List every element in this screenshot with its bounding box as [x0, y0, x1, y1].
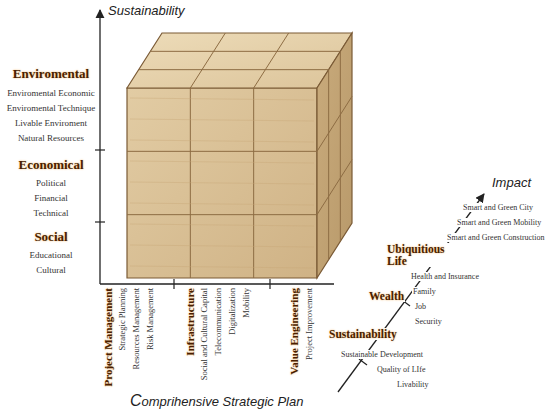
cube-grid-line	[127, 214, 317, 215]
category-item: Livable Enviroment	[2, 118, 100, 128]
category-item: Security	[414, 317, 443, 326]
category-heading: Sustainability	[328, 328, 398, 340]
category-heading: Infrastructure	[184, 288, 196, 356]
category-item: Family	[412, 287, 437, 296]
cube-grid-line	[254, 33, 289, 88]
axis-title: Sustainability	[108, 3, 185, 18]
cube-grid-line	[130, 266, 314, 268]
category-item: Technical	[2, 208, 100, 218]
cube-grid-line	[130, 98, 314, 100]
axis-tick	[269, 279, 270, 289]
category-item: Smart and Green City	[462, 203, 534, 212]
category-heading: Economical	[2, 157, 100, 173]
category-item: Enviromental Technique	[2, 103, 100, 113]
axis-tick	[95, 149, 105, 150]
category-item: Financial	[2, 193, 100, 203]
cube-grid-line	[317, 160, 352, 215]
axis-title: Impact	[492, 175, 531, 190]
cube-grid-line	[130, 224, 314, 226]
category-item: Quality of LIfe	[376, 365, 426, 374]
category-item: Risk Management	[145, 288, 155, 350]
cube-grid-line	[127, 151, 317, 152]
category-heading: Ubiquitious Life	[386, 243, 454, 267]
category-item: Educational	[2, 250, 100, 260]
category-item: Digitalization	[227, 288, 237, 335]
category-item: Enviromental Economic	[2, 88, 100, 98]
axis-title: Comprihensive Strategic Plan	[130, 392, 303, 410]
category-item: Political	[2, 178, 100, 188]
category-heading: Wealth	[368, 290, 405, 302]
cube-grid-line	[253, 88, 254, 278]
axis-tick	[359, 359, 367, 365]
category-item: Cultural	[2, 265, 100, 275]
category-item: Mobility	[241, 288, 251, 318]
category-heading: Social	[2, 229, 100, 245]
category-heading: Enviromental	[2, 66, 100, 82]
cube-grid-line	[130, 161, 314, 163]
category-heading: Value Engineering	[288, 288, 300, 375]
cube-grid-line	[130, 245, 314, 247]
category-item: Natural Resources	[2, 133, 100, 143]
category-heading: Project Management	[102, 288, 114, 386]
cube-grid-line	[340, 51, 341, 241]
category-item: Sustainable Development	[340, 350, 424, 359]
cube-grid-line	[139, 69, 329, 70]
category-item: Health and Insurance	[410, 272, 480, 281]
cube-grid-line	[317, 96, 352, 151]
axis-tick	[95, 221, 105, 222]
cube	[127, 33, 352, 278]
cube-grid-line	[130, 119, 314, 121]
category-item: Telecommunication	[213, 288, 223, 355]
category-item: Smart and Green Mobility	[456, 218, 542, 227]
axis-line	[100, 283, 334, 284]
category-item: Job	[414, 302, 427, 311]
category-item: Strategic Planning	[117, 288, 127, 351]
axis-line	[99, 10, 100, 284]
axis-tick	[173, 279, 174, 289]
cube-grid-line	[130, 203, 314, 205]
cube-grid-line	[130, 140, 314, 142]
category-item: Smart and Green Construction	[446, 233, 546, 242]
cube-grid-line	[328, 70, 329, 260]
cube-grid-line	[190, 88, 191, 278]
cube-grid-line	[130, 182, 314, 184]
cube-grid-line	[190, 33, 225, 88]
category-item: Social and Cultural Capital	[199, 288, 209, 380]
category-item: Resources Management	[131, 288, 141, 369]
category-item: Project Improvement	[304, 288, 314, 360]
category-item: Livability	[396, 380, 430, 389]
cube-grid-line	[150, 51, 340, 52]
